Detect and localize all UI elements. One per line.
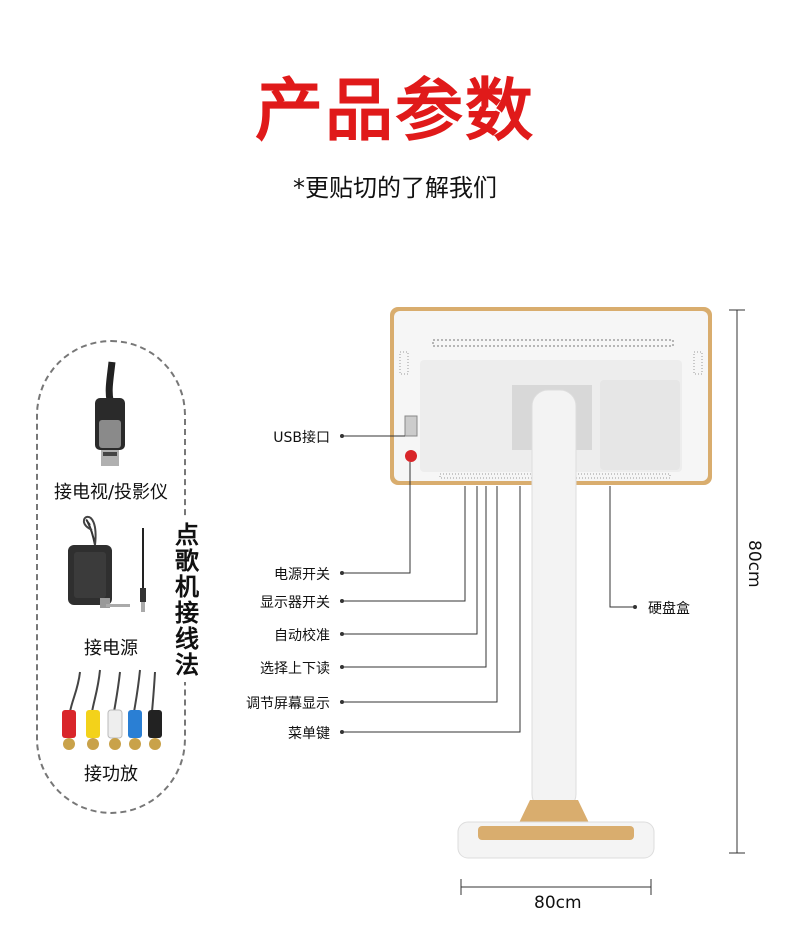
wiring-method-label: 点 歌 机 接 线 法 xyxy=(172,518,202,682)
page-title: 产品参数 xyxy=(254,72,535,151)
vertical-char: 点 xyxy=(175,521,199,549)
hdd-box-callout: 硬盘盒 xyxy=(648,601,690,617)
callout-lines xyxy=(340,435,635,733)
power-switch-callout: 电源开关 xyxy=(274,567,330,583)
width-dimension-label: 80cm xyxy=(534,893,582,913)
dimension-lines xyxy=(460,309,745,895)
usb-port-callout: USB接口 xyxy=(273,430,330,446)
power-adapter-icon xyxy=(68,515,146,612)
menu-key-callout: 菜单键 xyxy=(288,726,330,742)
hdmi-cable-icon xyxy=(95,361,125,466)
vertical-char: 法 xyxy=(175,651,199,679)
vertical-char: 歌 xyxy=(175,547,199,575)
select-up-down-callout: 选择上下读 xyxy=(260,661,330,677)
display-switch-callout: 显示器开关 xyxy=(260,595,330,611)
vertical-char: 机 xyxy=(175,573,199,601)
auto-calibrate-callout: 自动校准 xyxy=(274,628,330,644)
rca-cable-icon xyxy=(62,669,162,750)
amplifier-label: 接功放 xyxy=(84,764,138,785)
power-label: 接电源 xyxy=(84,638,138,659)
vertical-char: 线 xyxy=(175,625,199,653)
tv-projector-label: 接电视/投影仪 xyxy=(53,482,169,503)
adjust-display-callout: 调节屏幕显示 xyxy=(246,696,330,712)
ktv-machine-rear xyxy=(390,307,712,859)
vertical-char: 接 xyxy=(175,599,199,627)
page-subtitle: *更贴切的了解我们 xyxy=(293,174,497,202)
height-dimension-label: 80cm xyxy=(744,540,764,588)
callout-dots xyxy=(340,434,637,734)
